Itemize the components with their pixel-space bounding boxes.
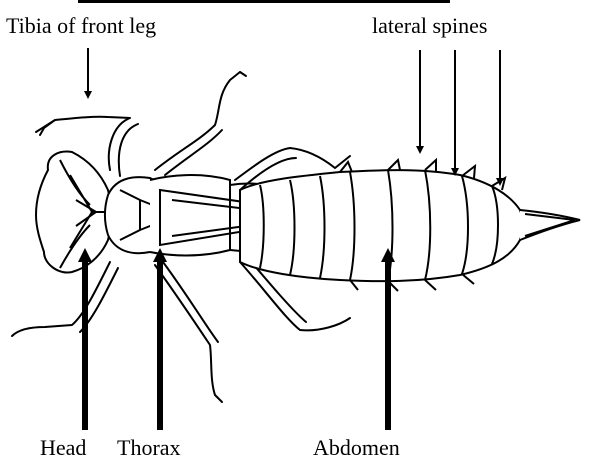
mid-leg-upper: [155, 72, 240, 170]
tibia-label: Tibia of front leg: [6, 15, 156, 37]
lateral-spines-label: lateral spines: [372, 15, 487, 37]
front-leg-lower: [12, 262, 110, 336]
head-label: Head: [40, 437, 86, 459]
abdomen: [240, 160, 580, 291]
abdomen-label: Abdomen: [313, 437, 400, 459]
thorax-label: Thorax: [117, 437, 181, 459]
head: [36, 152, 111, 273]
